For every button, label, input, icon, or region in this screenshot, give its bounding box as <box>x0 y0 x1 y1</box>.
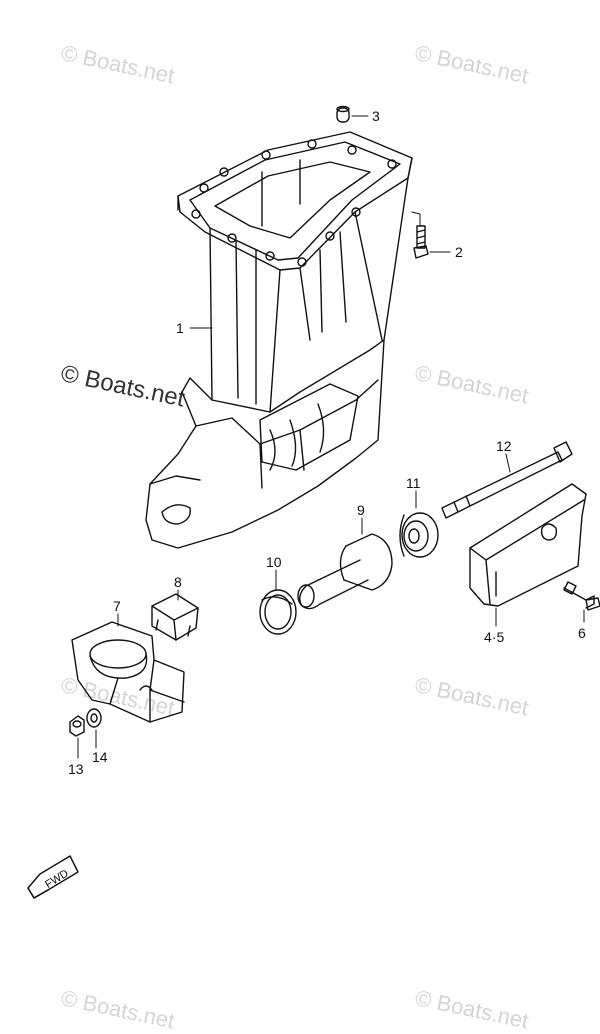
bolt-part-6 <box>563 581 600 611</box>
callout-10: 10 <box>266 554 282 570</box>
callout-4-5: 4·5 <box>484 629 504 645</box>
washer-part-14 <box>86 708 102 728</box>
callout-6: 6 <box>578 625 586 641</box>
callout-2: 2 <box>455 244 463 260</box>
cover-part-4-5 <box>469 483 587 607</box>
callout-12: 12 <box>496 438 512 454</box>
callout-7: 7 <box>113 598 121 614</box>
bolt-part-2 <box>413 225 429 259</box>
callout-9: 9 <box>357 502 365 518</box>
ring-part-10 <box>259 589 297 635</box>
fwd-arrow-icon <box>27 855 79 899</box>
callout-14: 14 <box>92 749 108 765</box>
callout-13: 13 <box>68 761 84 777</box>
bushing-part-11 <box>399 512 439 558</box>
block-part-8 <box>151 593 199 641</box>
callout-8: 8 <box>174 574 182 590</box>
callout-1: 1 <box>176 320 184 336</box>
nut-part-13 <box>69 715 85 737</box>
bracket-part-7 <box>71 621 185 723</box>
callout-3: 3 <box>372 108 380 124</box>
mount-rubber-part-9 <box>297 533 393 610</box>
drive-shaft-housing-part <box>145 131 413 549</box>
long-bolt-part-12 <box>441 441 573 519</box>
callout-11: 11 <box>406 475 421 491</box>
dowel-pin-part <box>336 105 350 123</box>
